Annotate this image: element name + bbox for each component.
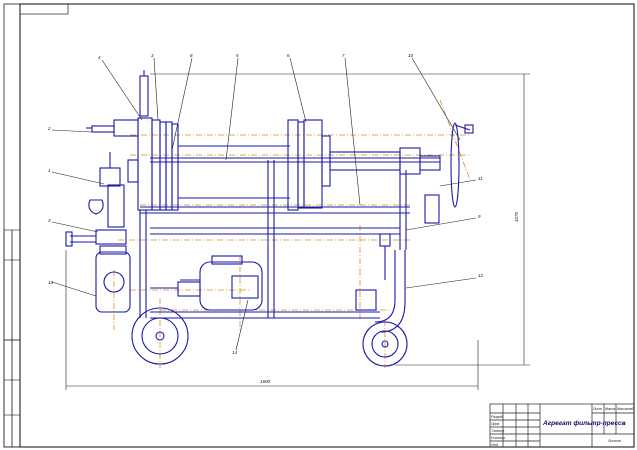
sheet-code: 01: [622, 422, 626, 426]
callout-3: 8: [190, 53, 193, 58]
callout-12: 11: [478, 176, 483, 181]
callout-8: 2: [47, 126, 51, 131]
title-block-cell-checked: Пров.: [491, 422, 500, 426]
title-block: [489, 403, 635, 448]
title-block-cell-approved: Утв.: [491, 443, 499, 447]
title-block-cell-scale: Масштаб: [617, 407, 634, 411]
dimension-height-label: 1070: [514, 211, 519, 222]
callout-4: 5: [236, 53, 239, 58]
callout-5: 6: [287, 53, 290, 58]
callout-1: 4: [98, 55, 101, 60]
callout-2: 3: [151, 53, 154, 58]
callout-13: 9: [478, 214, 481, 219]
title-block-cell-norm-control: Н.контр.: [491, 436, 506, 440]
title-block-cell-sheets: Листов: [607, 439, 621, 443]
callout-14: 12: [478, 273, 484, 278]
callout-leaders: [51, 57, 477, 351]
title-block-cell-sheet: Лист: [592, 407, 602, 411]
callout-11: 13: [48, 280, 54, 285]
left-margin-strips: [3, 229, 21, 448]
center-lines: [113, 99, 471, 368]
inner-frame: [19, 3, 635, 448]
dimension-lines: [65, 73, 530, 390]
title-block-cell-developer: Разраб.: [491, 415, 504, 419]
title-block-cell-tech-control: Т.контр.: [491, 429, 505, 433]
callout-7: 10: [408, 53, 414, 58]
title-block-cell-mass: Масса: [605, 407, 615, 411]
callout-9: 1: [48, 168, 51, 173]
drawing-title: Агрегат фильтр-пресса: [542, 420, 626, 427]
corner-stamp-box: [19, 3, 69, 15]
callout-6: 7: [342, 53, 345, 58]
dimension-width-label: 1600: [260, 379, 271, 384]
callout-15: 14: [232, 350, 238, 355]
callout-10: 3: [48, 218, 51, 223]
sheet-outer-border: [3, 3, 635, 448]
press-assembly: [65, 70, 474, 367]
